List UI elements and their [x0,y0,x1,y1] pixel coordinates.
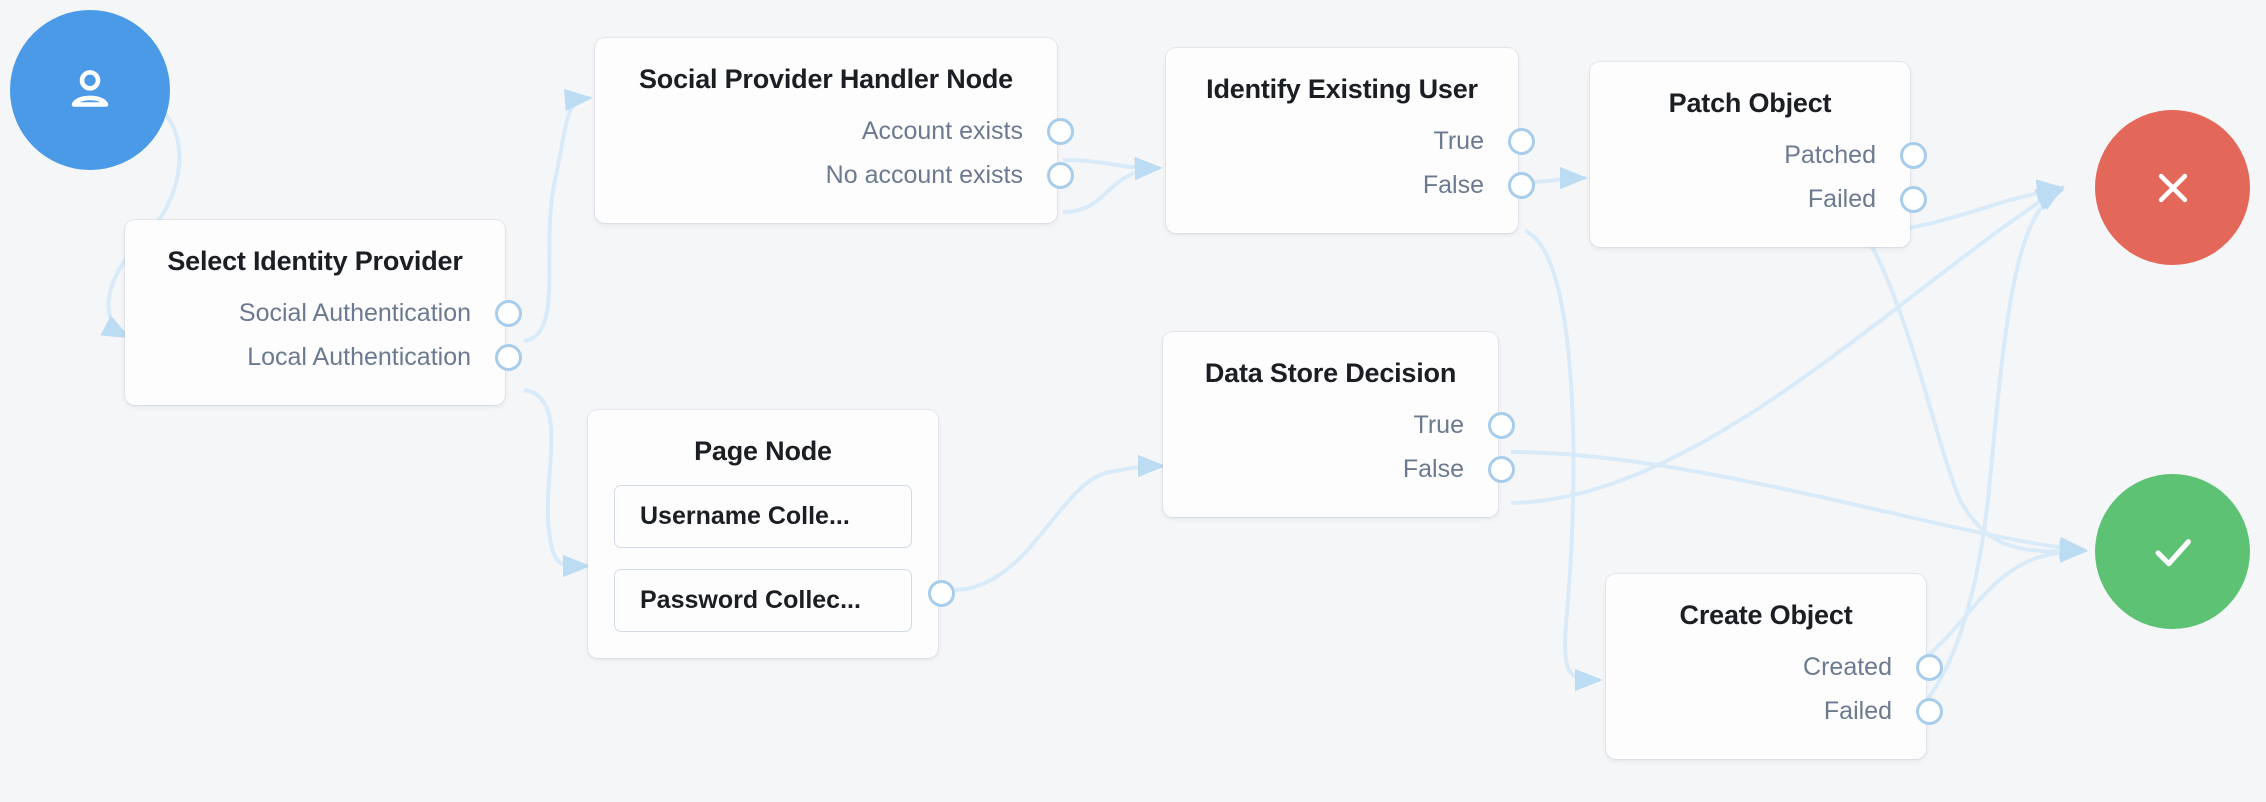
node-social-provider-handler[interactable]: Social Provider Handler Node Account exi… [595,38,1074,224]
check-icon [2155,538,2191,566]
output-port[interactable] [928,580,955,607]
node-title: Page Node [694,436,832,466]
node-page-node[interactable]: Page Node Username Colle... Password Col… [588,410,955,659]
page-node-items: Username Colle... Password Collec... [588,485,938,658]
output-label: Failed [1823,696,1892,725]
node-data-store-decision[interactable]: Data Store Decision True False [1163,332,1515,518]
output-list: Social Authentication Local Authenticati… [125,291,522,405]
output-row[interactable]: Created [1606,645,1943,689]
output-label: Patched [1784,140,1876,169]
success-node[interactable] [2095,474,2250,629]
output-list: Patched Failed [1590,133,1927,247]
node-title: Create Object [1679,600,1853,630]
node-title: Select Identity Provider [167,246,463,276]
node-title: Social Provider Handler Node [638,64,1013,94]
output-label: False [1422,170,1484,199]
node-select-identity-provider[interactable]: Select Identity Provider Social Authenti… [125,220,522,406]
page-node-item[interactable]: Password Collec... [614,569,912,633]
edge-datastore-true-to-success [1510,450,2088,560]
node-title: Data Store Decision [1204,358,1457,388]
output-row[interactable]: Local Authentication [125,335,522,379]
node-title: Identify Existing User [1206,74,1478,104]
output-row[interactable]: Account exists [595,109,1074,153]
output-label: Local Authentication [247,342,471,371]
output-row[interactable]: False [1163,447,1515,491]
output-port[interactable] [1916,653,1943,681]
output-row[interactable]: Failed [1590,177,1927,221]
output-list: Account exists No account exists [595,109,1074,223]
output-list: Created Failed [1606,645,1943,759]
output-label: Social Authentication [238,298,471,327]
edge-page-to-datastore [954,454,1166,592]
output-row[interactable]: False [1166,163,1535,207]
output-port[interactable] [1488,455,1515,483]
output-port[interactable] [1916,697,1943,725]
node-create-object[interactable]: Create Object Created Failed [1606,574,1943,760]
output-port[interactable] [1900,185,1927,213]
output-port[interactable] [1900,141,1927,169]
output-label: True [1413,410,1464,439]
output-label: Failed [1807,184,1876,213]
output-port[interactable] [495,299,522,327]
output-row[interactable]: No account exists [595,153,1074,197]
output-row[interactable]: Patched [1590,133,1927,177]
output-port[interactable] [1508,127,1535,155]
output-label: Account exists [861,116,1023,145]
output-row[interactable]: True [1166,119,1535,163]
edge-social-to-handler [523,88,593,343]
edge-account-exists-to-identify [1062,156,1163,180]
output-list: True False [1163,403,1515,517]
failure-node[interactable] [2095,110,2250,265]
output-port[interactable] [1047,117,1074,145]
edge-local-to-page [523,388,591,578]
output-label: No account exists [825,160,1023,189]
output-label: False [1402,454,1464,483]
node-patch-object[interactable]: Patch Object Patched Failed [1590,62,1927,248]
output-row[interactable]: Failed [1606,689,1943,733]
page-node-item[interactable]: Username Colle... [614,485,912,549]
output-port[interactable] [1047,161,1074,189]
output-port[interactable] [1488,411,1515,439]
node-title: Patch Object [1668,88,1832,118]
start-node[interactable] [10,10,170,170]
node-identify-existing-user[interactable]: Identify Existing User True False [1166,48,1535,234]
output-list: True False [1166,119,1535,233]
user-icon [71,70,109,107]
output-label: True [1433,126,1484,155]
output-label: Created [1803,652,1892,681]
output-port[interactable] [495,343,522,371]
output-port[interactable] [1508,171,1535,199]
edge-identify-false-to-create [1524,229,1603,692]
output-row[interactable]: True [1163,403,1515,447]
edge-no-account-to-identify [1062,157,1163,214]
output-row[interactable]: Social Authentication [125,291,522,335]
close-icon [2158,173,2187,202]
